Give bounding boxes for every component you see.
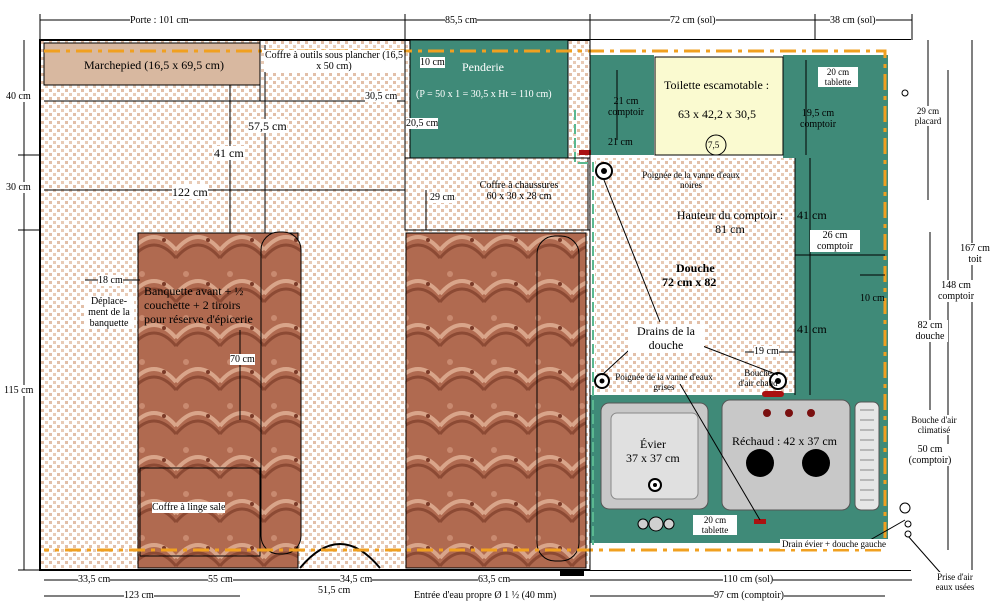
rechaud-label: Réchaud : 42 x 37 cm	[732, 434, 837, 448]
counter-left	[590, 55, 654, 155]
toilette-title: Toilette escamotable :	[664, 78, 770, 92]
dim-bot-110: 110 cm (sol)	[723, 574, 774, 585]
drains-douche-label: Drains de la douche	[628, 324, 704, 352]
dim-205: 20,5 cm	[406, 118, 439, 129]
dim-50-comptoir: 50 cm (comptoir)	[903, 444, 957, 466]
dim-left-30: 30 cm	[6, 182, 31, 193]
dim-29-placard: 29 cm placard	[910, 106, 946, 126]
dim-41-c: 41 cm	[797, 322, 827, 336]
bouche-chaud-label: Bouche d'air chaud	[738, 368, 778, 388]
coffre-linge-box	[139, 467, 261, 557]
dim-bot-345: 34,5 cm	[340, 574, 373, 585]
toilet-drain	[705, 134, 727, 156]
toilette-75: 7,5	[708, 140, 720, 150]
coffre-linge-label: Coffre à linge sale	[152, 502, 226, 513]
dim-26-comptoir: 26 cm comptoir	[810, 230, 860, 252]
stove-box	[721, 399, 851, 511]
dim-bot-335: 33,5 cm	[78, 574, 111, 585]
coffre-outils-label: Coffre à outils sous plancher (16,5 x 50…	[264, 50, 404, 72]
marchepied-label: Marchepied (16,5 x 69,5 cm)	[84, 58, 224, 72]
dim-148-comptoir: 148 cm comptoir	[936, 280, 976, 302]
burner-icon	[802, 449, 830, 477]
door-arc	[299, 543, 381, 569]
entree-eau-label: Entrée d'eau propre Ø 1 ½ (40 mm)	[414, 590, 557, 601]
penderie-block	[409, 39, 569, 159]
dim-41-a: 41 cm	[214, 146, 244, 160]
dim-bot-97: 97 cm (comptoir)	[714, 590, 784, 601]
dim-bot-515: 51,5 cm	[318, 585, 351, 596]
vehicle-outline	[44, 49, 887, 552]
dim-20-tablette: 20 cm tablette	[818, 67, 858, 87]
counter-right	[783, 55, 888, 395]
dim-41-b: 41 cm	[797, 208, 827, 222]
prise-air-label: Prise d'air eaux usées	[928, 572, 982, 592]
coffre-chaussures-label: Coffre à chaussures 60 x 30 x 28 cm	[479, 180, 559, 202]
banquette-cushion-left	[260, 231, 302, 555]
dim-bot-55: 55 cm	[208, 574, 233, 585]
dim-122: 122 cm	[172, 185, 208, 199]
dim-porte: Porte : 101 cm	[130, 15, 189, 26]
dim-21-comptoir: 21 cm comptoir	[607, 96, 645, 118]
vanne-noires-label: Poignée de la vanne d'eaux noires	[642, 170, 740, 190]
dim-575: 57,5 cm	[248, 119, 287, 133]
ac-vent-box	[854, 401, 880, 511]
dim-82-douche: 82 cm douche	[912, 320, 948, 342]
dim-top-855: 85,5 cm	[445, 15, 478, 26]
dim-21: 21 cm	[608, 137, 633, 148]
dim-29: 29 cm	[430, 192, 455, 203]
deplacement-label: Déplace-ment de la banquette	[84, 296, 134, 329]
dim-top-38: 38 cm (sol)	[830, 15, 876, 26]
hauteur-comptoir-label: Hauteur du comptoir : 81 cm	[676, 208, 784, 236]
banquette-cushion-right	[536, 235, 580, 562]
dim-70: 70 cm	[230, 354, 255, 365]
heat-vent-icon	[762, 391, 784, 397]
dim-167-toit: 167 cm toit	[958, 243, 992, 265]
penderie-formula: (P = 50 x 1 = 30,5 x Ht = 110 cm)	[416, 89, 552, 100]
dim-10b: 10 cm	[860, 293, 885, 304]
dim-18: 18 cm	[98, 275, 123, 286]
dim-195-comptoir: 19,5 cm comptoir	[799, 108, 837, 130]
drain-evier-label: Drain évier + douche gauche	[780, 539, 888, 549]
douche-label: Douche	[676, 261, 715, 275]
dim-left-40: 40 cm	[6, 91, 31, 102]
evier-label: Évier	[640, 437, 666, 451]
dim-10: 10 cm	[420, 57, 445, 68]
dim-bot-635: 63,5 cm	[478, 574, 511, 585]
douche-dims: 72 cm x 82	[662, 275, 717, 289]
bouche-clim-label: Bouche d'air climatisé	[906, 415, 962, 435]
vanne-grises-label: Poignée de la vanne d'eaux grises	[615, 372, 713, 392]
dim-left-115: 115 cm	[4, 385, 34, 396]
burner-icon	[746, 449, 774, 477]
dim-bot-123: 123 cm	[124, 590, 154, 601]
evier-dims: 37 x 37 cm	[626, 451, 680, 465]
dim-20-tablette-b: 20 cm tablette	[693, 515, 737, 535]
coffre-chaussures-box	[404, 157, 589, 231]
dim-19: 19 cm	[754, 346, 779, 357]
toilette-dims: 63 x 42,2 x 30,5	[678, 107, 756, 121]
penderie-label: Penderie	[462, 60, 504, 74]
dim-305: 30,5 cm	[365, 91, 398, 102]
banquette-label: Banquette avant + ½ couchette + 2 tiroir…	[144, 284, 253, 326]
dim-top-72: 72 cm (sol)	[670, 15, 716, 26]
